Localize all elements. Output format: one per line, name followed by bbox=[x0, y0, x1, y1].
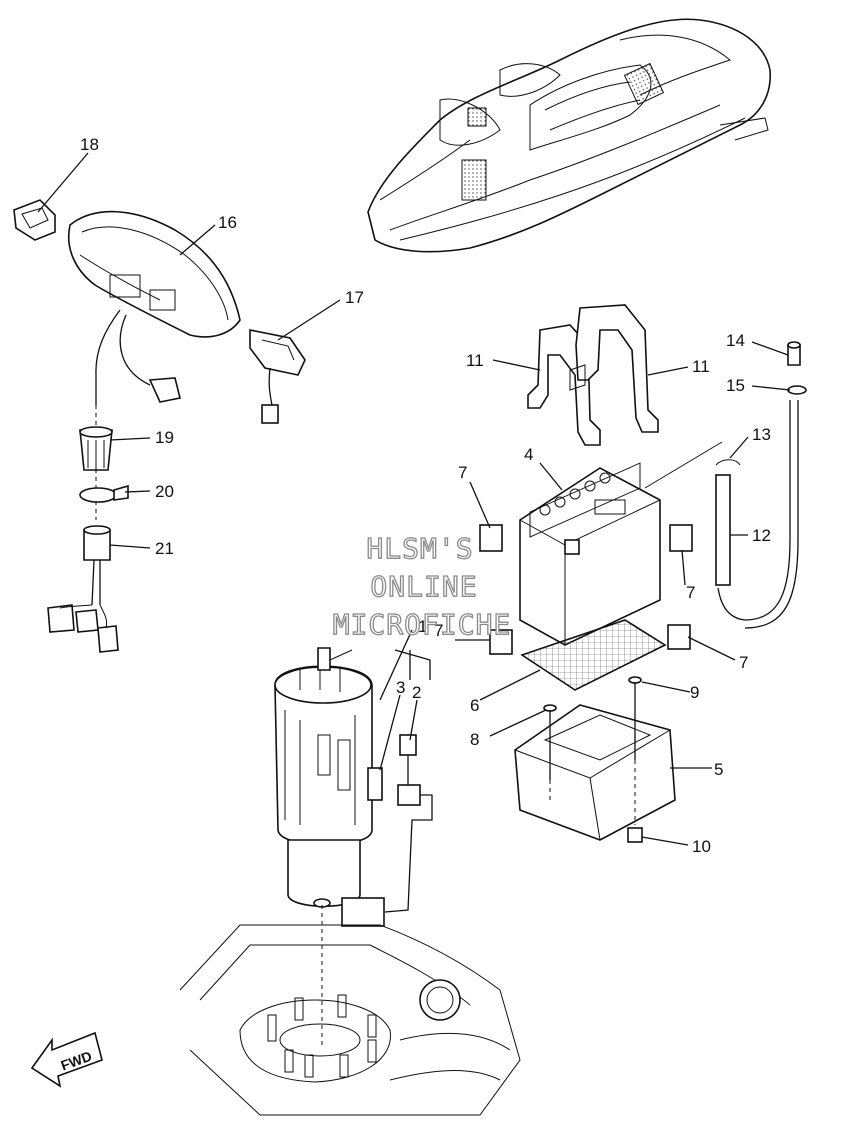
watermark: HLSM'S ONLINE MICROFICHE bbox=[332, 531, 512, 641]
callout-2: 2 bbox=[412, 683, 421, 702]
callout-15: 15 bbox=[726, 376, 745, 395]
callout-13: 13 bbox=[752, 425, 771, 444]
callout-labels: 18 16 17 19 20 21 11 11 14 15 13 12 4 7 … bbox=[80, 135, 771, 856]
callout-7-lower-left: 7 bbox=[434, 621, 443, 640]
watermark-line-1: HLSM'S bbox=[366, 532, 473, 565]
callout-4: 4 bbox=[524, 445, 533, 464]
callout-19: 19 bbox=[155, 428, 174, 447]
battery-box bbox=[514, 676, 676, 843]
leader-lines bbox=[37, 152, 791, 846]
callout-7-lower-right: 7 bbox=[739, 653, 748, 672]
hull-base bbox=[179, 924, 521, 1116]
callout-21: 21 bbox=[155, 539, 174, 558]
callout-7-right: 7 bbox=[686, 583, 695, 602]
callout-18: 18 bbox=[80, 135, 99, 154]
callout-11-left: 11 bbox=[466, 351, 484, 370]
callout-17: 17 bbox=[345, 288, 364, 307]
watercraft-illustration bbox=[367, 18, 771, 253]
callout-20: 20 bbox=[155, 482, 174, 501]
callout-7-upper-left: 7 bbox=[458, 463, 467, 482]
callout-1: 1 bbox=[418, 617, 427, 636]
callout-11-right: 11 bbox=[692, 357, 710, 376]
callout-9: 9 bbox=[690, 683, 699, 702]
battery-group bbox=[479, 462, 693, 691]
callout-12: 12 bbox=[752, 526, 771, 545]
watermark-line-2: ONLINE bbox=[370, 570, 477, 603]
callout-16: 16 bbox=[218, 213, 237, 232]
callout-10: 10 bbox=[692, 837, 711, 856]
callout-5: 5 bbox=[714, 760, 723, 779]
fuel-pump bbox=[274, 647, 433, 1045]
fwd-arrow: FWD bbox=[30, 1031, 103, 1088]
callout-3: 3 bbox=[396, 678, 405, 697]
callout-8: 8 bbox=[470, 730, 479, 749]
callout-6: 6 bbox=[470, 696, 479, 715]
watermark-line-3: MICROFICHE bbox=[333, 608, 512, 641]
battery-bands bbox=[527, 304, 659, 446]
meter-assembly bbox=[13, 199, 306, 653]
callout-14: 14 bbox=[726, 331, 745, 350]
vent-hose bbox=[644, 341, 807, 629]
